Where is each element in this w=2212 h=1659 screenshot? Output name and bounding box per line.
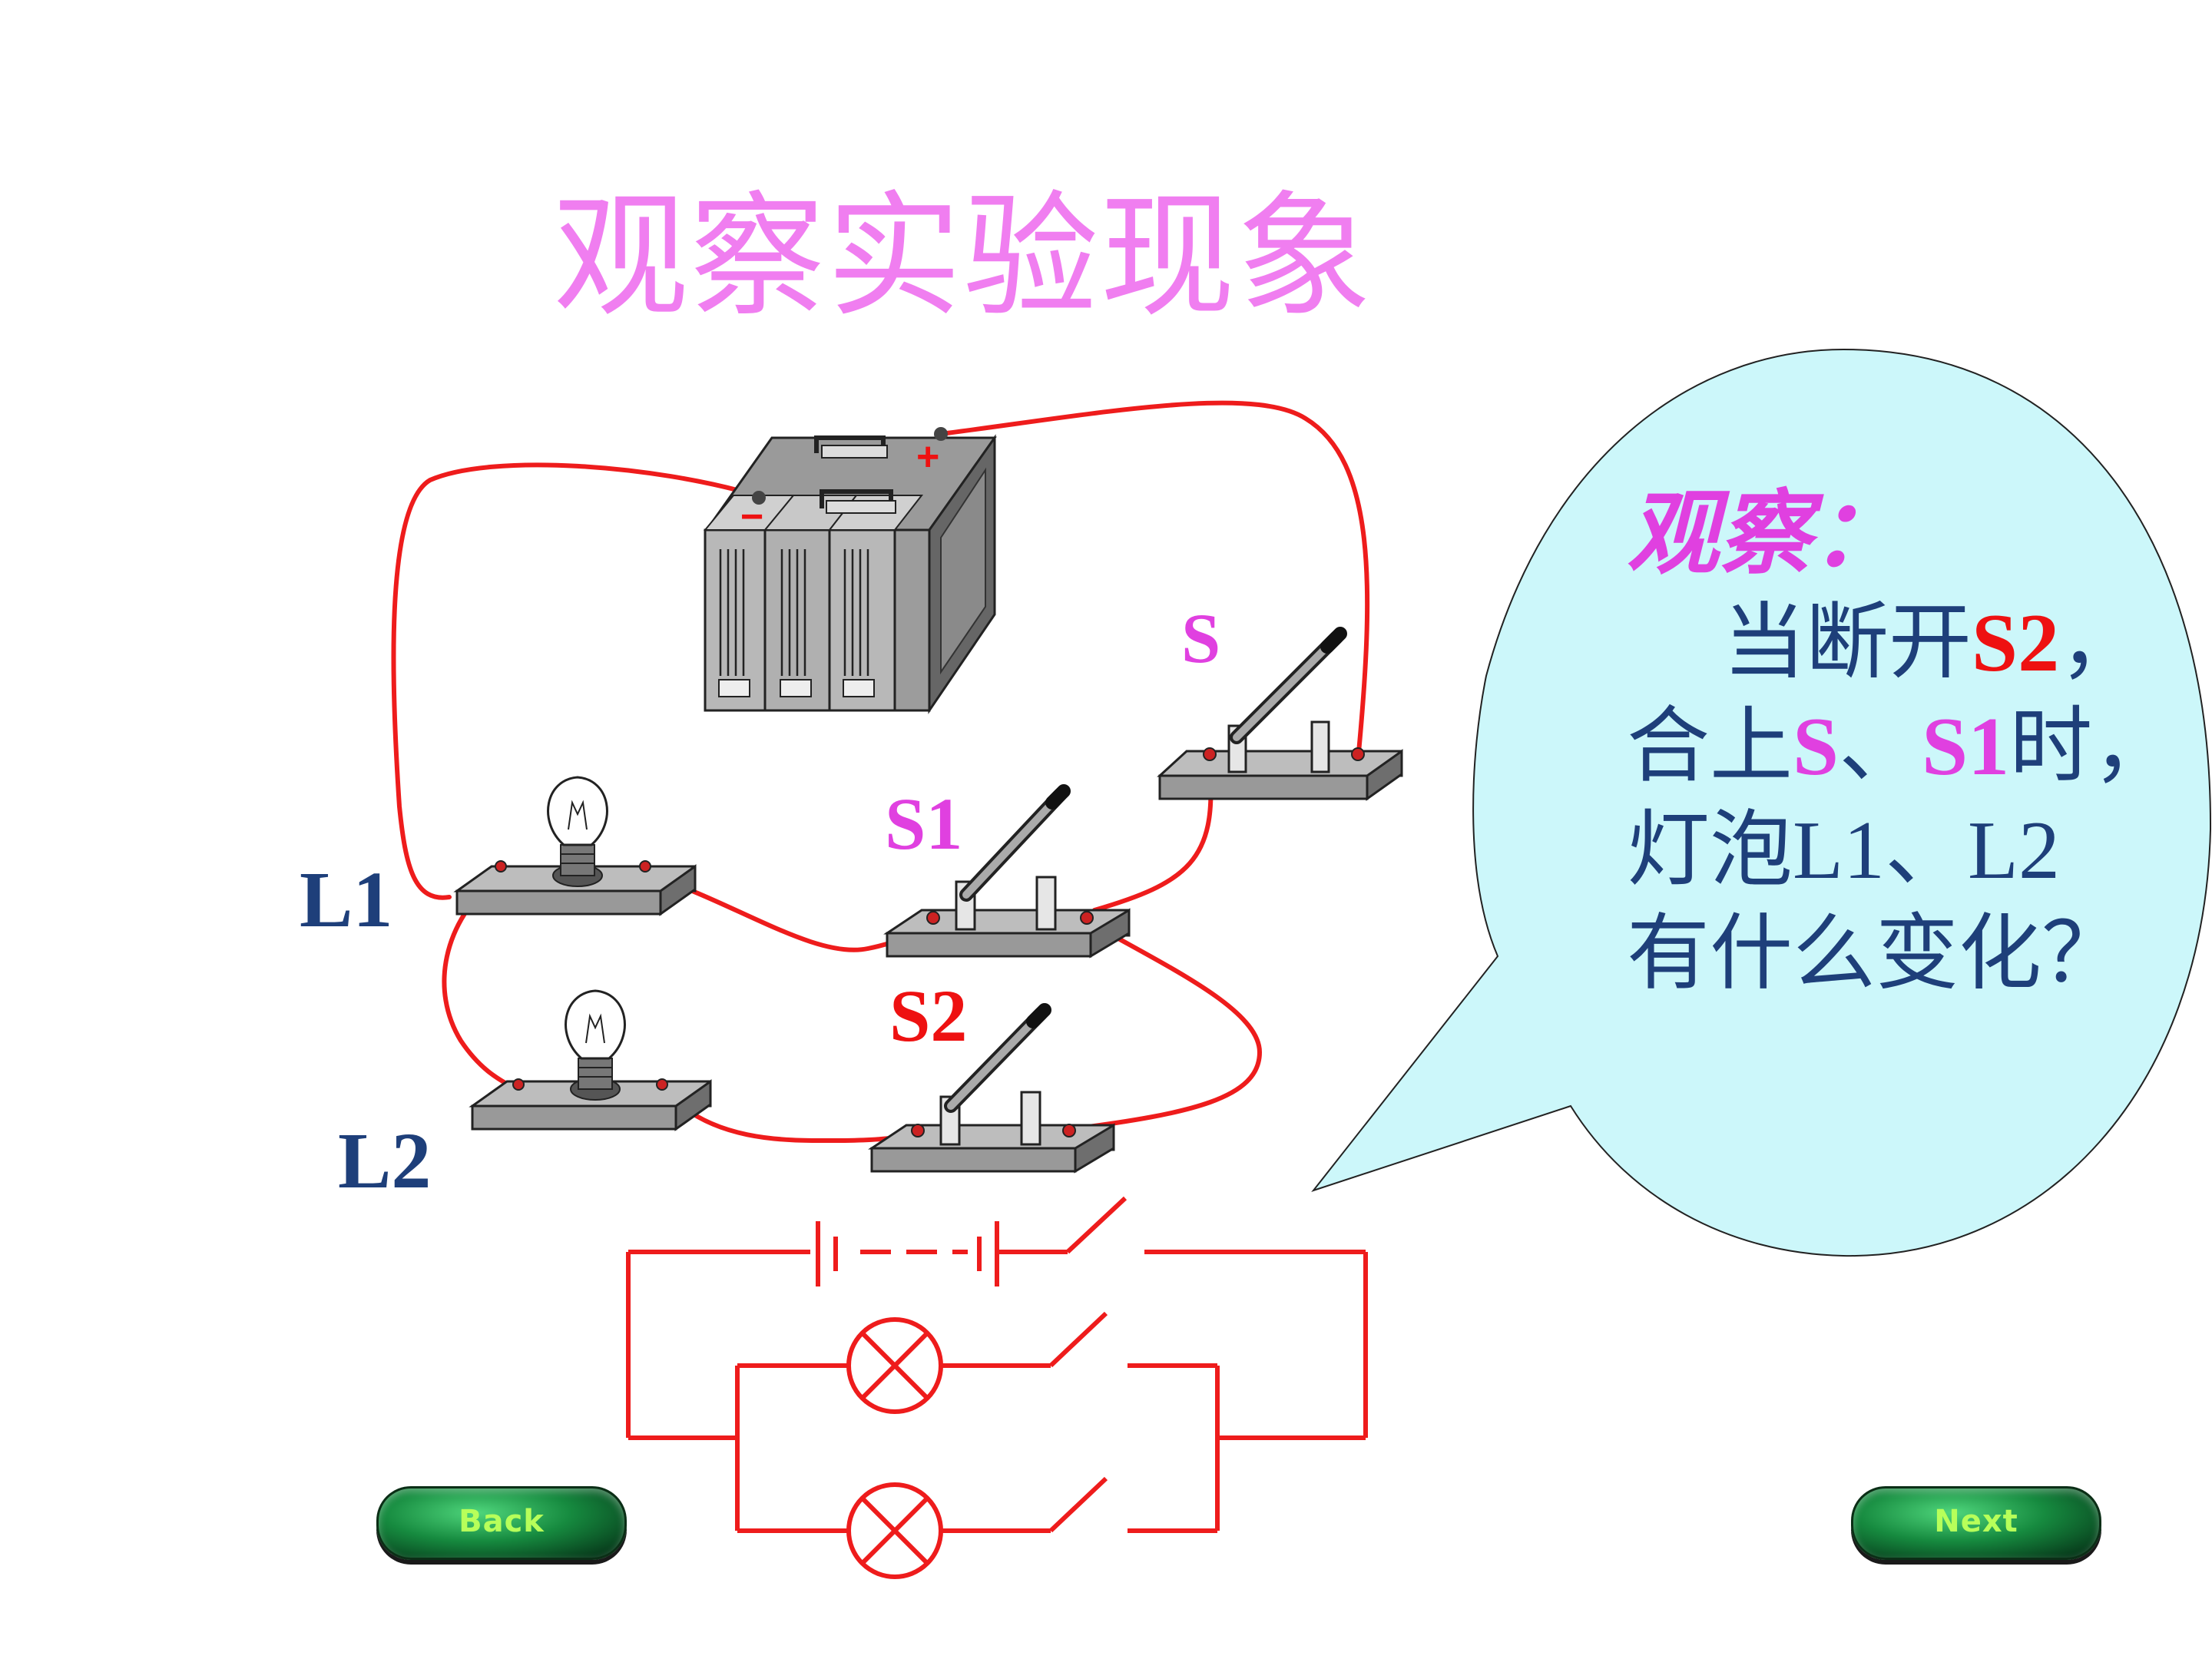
light-bulb-l1-icon <box>453 776 697 916</box>
label-switch-s2: S2 <box>889 975 968 1057</box>
speech-bubble <box>1311 348 2212 1257</box>
bubble-line-1-text: 当断开 <box>1723 598 1972 689</box>
bubble-separator: 、 <box>1839 701 1922 793</box>
back-button-label: Back <box>459 1504 545 1539</box>
bubble-line-4: 有什么变化？ <box>1627 909 2125 1000</box>
circuit-schematic <box>626 1196 1368 1533</box>
battery-plus-sign: + <box>916 435 939 479</box>
knife-switch-s1-icon <box>883 784 1131 959</box>
next-button[interactable]: Next <box>1851 1486 2101 1560</box>
bubble-switch-s: S <box>1793 701 1839 793</box>
bubble-line-3: 灯泡L1、L2 <box>1627 805 2060 896</box>
bubble-line-2-text: 合上 <box>1627 701 1793 793</box>
label-lamp-l1: L1 <box>300 856 393 944</box>
bubble-switch-s2: S2 <box>1972 598 2060 689</box>
next-button-label: Next <box>1934 1504 2018 1539</box>
bubble-heading: 观察： <box>1627 479 1903 588</box>
label-lamp-l2: L2 <box>338 1117 432 1205</box>
lamp-symbol-l1-icon <box>846 1317 943 1414</box>
battery-icon <box>703 427 997 714</box>
bubble-line-2-end: 时， <box>2009 701 2176 793</box>
lamp-symbol-l2-icon <box>846 1482 943 1579</box>
bubble-line-2: 合上S、S1时， <box>1627 695 2175 799</box>
knife-switch-s2-icon <box>868 1003 1115 1174</box>
label-switch-s: S <box>1181 599 1221 677</box>
bubble-question: 观察： 当断开S2， 合上S、S1时， 灯泡L1、L2 有什么变化？ <box>1627 476 2175 1006</box>
back-button[interactable]: Back <box>376 1486 627 1560</box>
bubble-comma: ， <box>2059 598 2143 689</box>
battery-minus-sign: − <box>740 495 763 539</box>
bubble-line-1: 当断开S2， <box>1627 591 2164 695</box>
label-switch-s1: S1 <box>885 783 963 865</box>
slide-title: 观察实验现象 <box>553 178 1374 336</box>
light-bulb-l2-icon <box>469 989 712 1131</box>
bubble-switch-s1: S1 <box>1922 701 2010 793</box>
knife-switch-s-icon <box>1157 627 1403 801</box>
